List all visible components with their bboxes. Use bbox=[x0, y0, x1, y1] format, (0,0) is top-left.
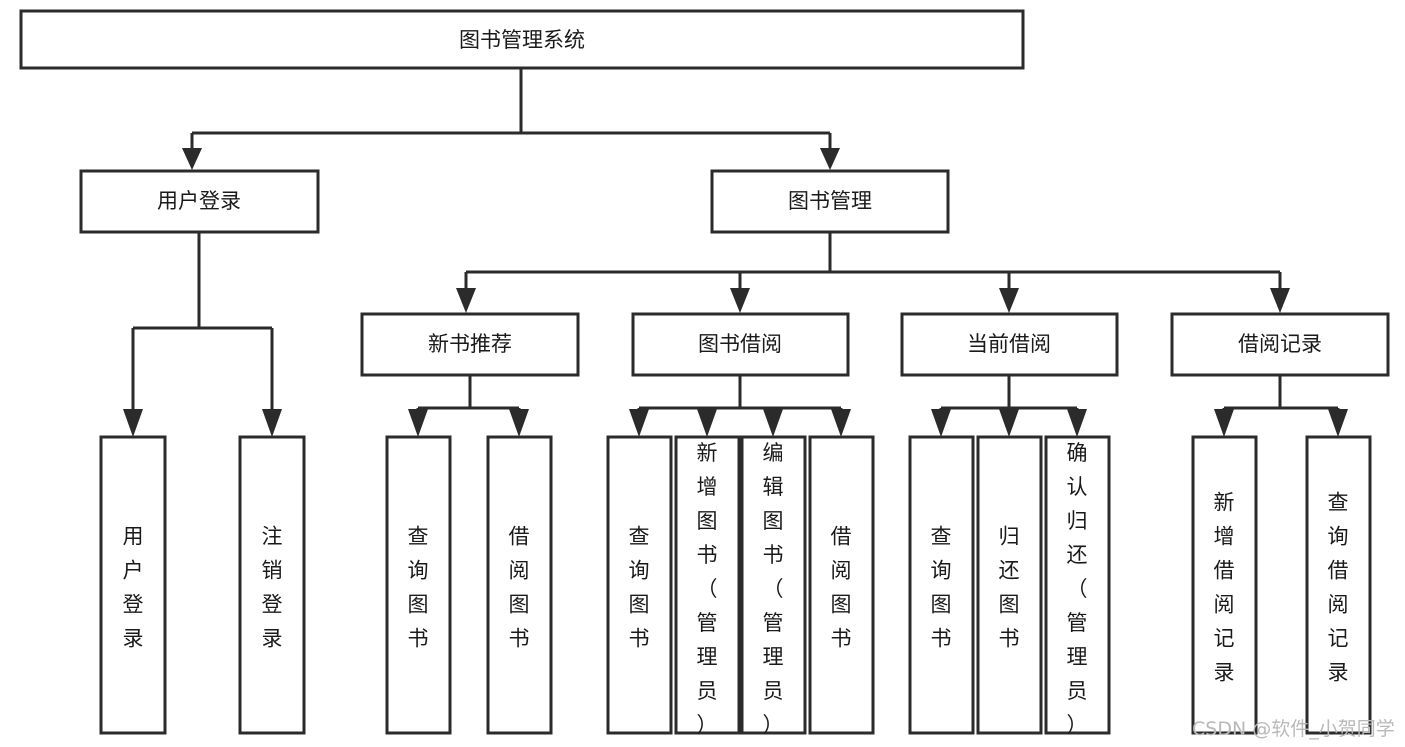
leaf-node-query-book-rec-label: 查询图书 bbox=[408, 525, 429, 651]
arrowhead-borrow-records bbox=[1270, 288, 1290, 313]
leaf-node-edit-book-box[interactable] bbox=[740, 435, 807, 735]
leaf-node-confirm-return-label: 确认归还（管理员） bbox=[1067, 441, 1088, 737]
leaf-node-borrow-book-rec[interactable]: 借阅图书 bbox=[486, 435, 553, 735]
node-current-borrow-box[interactable] bbox=[900, 312, 1119, 377]
node-book-borrow-label: 图书借阅 bbox=[698, 332, 782, 356]
arrowhead-leaf-query-book-1 bbox=[408, 409, 428, 437]
node-book-management-box[interactable] bbox=[710, 169, 950, 234]
leaf-node-add-borrow-record[interactable]: 新增借阅记录 bbox=[1191, 435, 1258, 735]
arrowhead-leaf-borrow-book-1 bbox=[509, 409, 529, 437]
node-borrow-records-label: 借阅记录 bbox=[1238, 332, 1322, 356]
arrowhead-book-mgmt bbox=[820, 148, 840, 170]
node-user-login[interactable]: 用户登录 bbox=[79, 169, 320, 234]
leaf-node-logout-box[interactable] bbox=[238, 435, 306, 735]
arrowhead-leaf-add-book bbox=[697, 409, 717, 437]
leaf-node-logout[interactable]: 注销登录 bbox=[238, 435, 306, 735]
leaf-node-query-borrow-record[interactable]: 查询借阅记录 bbox=[1305, 435, 1372, 735]
leaf-node-query-book-current-label: 查询图书 bbox=[931, 525, 952, 651]
leaf-node-user-login[interactable]: 用户登录 bbox=[99, 435, 167, 735]
arrowhead-new-book bbox=[456, 288, 476, 313]
node-root-system[interactable]: 图书管理系统 bbox=[19, 9, 1025, 70]
leaf-node-return-book[interactable]: 归还图书 bbox=[976, 435, 1043, 735]
node-root-box[interactable] bbox=[19, 9, 1025, 70]
node-book-management[interactable]: 图书管理 bbox=[710, 169, 950, 234]
node-book-borrow-box[interactable] bbox=[631, 312, 850, 377]
leaf-node-user-login-label: 用户登录 bbox=[123, 525, 144, 651]
leaf-node-add-borrow-record-box[interactable] bbox=[1191, 435, 1258, 735]
leaf-node-confirm-return[interactable]: 确认归还（管理员） bbox=[1044, 435, 1111, 737]
leaf-node-query-book-rec-box[interactable] bbox=[385, 435, 452, 735]
arrowhead-leaf-query-book-3 bbox=[931, 409, 951, 437]
leaf-node-query-borrow-record-box[interactable] bbox=[1305, 435, 1372, 735]
arrowhead-leaf-add-record bbox=[1214, 409, 1234, 437]
arrowhead-leaf-confirm-return bbox=[1067, 409, 1087, 437]
leaf-node-user-login-box[interactable] bbox=[99, 435, 167, 735]
node-current-borrow-label: 当前借阅 bbox=[967, 332, 1051, 356]
leaf-node-add-borrow-record-label: 新增借阅记录 bbox=[1214, 491, 1235, 685]
watermark-label: CSDN @软件_小贺同学 bbox=[1192, 718, 1395, 740]
leaf-node-edit-book-label: 编辑图书（管理员） bbox=[763, 441, 784, 737]
leaf-node-query-book-borrow[interactable]: 查询图书 bbox=[606, 435, 673, 735]
leaf-node-query-book-borrow-label: 查询图书 bbox=[629, 525, 650, 651]
node-user-login-box[interactable] bbox=[79, 169, 320, 234]
arrowhead-leaf-edit-book bbox=[763, 409, 783, 437]
arrowhead-current-borrow bbox=[999, 288, 1019, 313]
leaf-node-borrow-book-rec-box[interactable] bbox=[486, 435, 553, 735]
leaf-node-edit-book[interactable]: 编辑图书（管理员） bbox=[740, 435, 807, 737]
arrowhead-leaf-borrow-book-2 bbox=[831, 409, 851, 437]
node-borrow-records[interactable]: 借阅记录 bbox=[1170, 312, 1390, 377]
leaf-node-query-book-current[interactable]: 查询图书 bbox=[908, 435, 975, 735]
arrowhead-leaf-query-book-2 bbox=[629, 409, 649, 437]
leaf-node-confirm-return-box[interactable] bbox=[1044, 435, 1111, 735]
leaf-node-return-book-box[interactable] bbox=[976, 435, 1043, 735]
connector-layer bbox=[123, 68, 1348, 437]
node-current-borrow[interactable]: 当前借阅 bbox=[900, 312, 1119, 377]
arrowhead-book-borrow bbox=[730, 288, 750, 313]
node-new-book-recommend-box[interactable] bbox=[360, 312, 580, 377]
leaf-node-query-book-rec[interactable]: 查询图书 bbox=[385, 435, 452, 735]
arrowhead-leaf-logout bbox=[262, 409, 282, 437]
leaf-node-add-book-label: 新增图书（管理员） bbox=[697, 441, 718, 737]
arrowhead-leaf-return-book bbox=[999, 409, 1019, 437]
leaf-node-query-borrow-record-label: 查询借阅记录 bbox=[1328, 491, 1349, 685]
node-new-book-recommend-label: 新书推荐 bbox=[428, 332, 512, 356]
arrowhead-leaf-user-login bbox=[123, 409, 143, 437]
leaf-node-query-book-current-box[interactable] bbox=[908, 435, 975, 735]
leaf-node-borrow-book-rec-label: 借阅图书 bbox=[509, 525, 530, 651]
leaf-node-return-book-label: 归还图书 bbox=[999, 525, 1020, 651]
leaf-node-add-book-box[interactable] bbox=[674, 435, 741, 735]
leaf-node-borrow-book[interactable]: 借阅图书 bbox=[808, 435, 875, 735]
arrowhead-leaf-query-record bbox=[1328, 409, 1348, 437]
node-new-book-recommend[interactable]: 新书推荐 bbox=[360, 312, 580, 377]
leaf-node-logout-label: 注销登录 bbox=[262, 525, 283, 651]
arrowhead-user-login bbox=[182, 148, 202, 170]
node-book-management-label: 图书管理 bbox=[788, 189, 872, 213]
node-book-borrow[interactable]: 图书借阅 bbox=[631, 312, 850, 377]
node-root-label: 图书管理系统 bbox=[459, 28, 585, 52]
leaf-node-add-book[interactable]: 新增图书（管理员） bbox=[674, 435, 741, 737]
leaf-node-borrow-book-label: 借阅图书 bbox=[831, 525, 852, 651]
node-user-login-label: 用户登录 bbox=[157, 189, 241, 213]
leaf-node-query-book-borrow-box[interactable] bbox=[606, 435, 673, 735]
node-borrow-records-box[interactable] bbox=[1170, 312, 1390, 377]
leaf-node-borrow-book-box[interactable] bbox=[808, 435, 875, 735]
